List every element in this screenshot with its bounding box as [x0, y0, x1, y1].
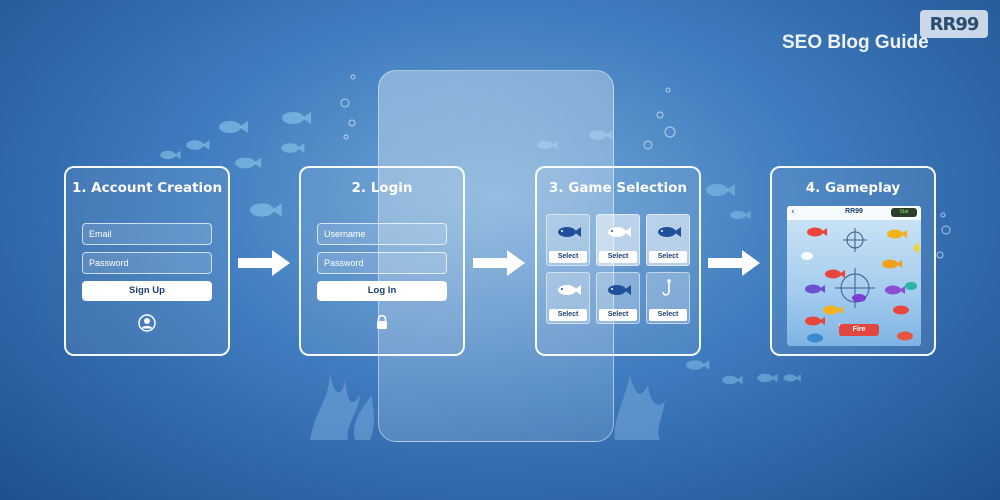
step-title: 3. Game Selection — [549, 180, 687, 196]
step-title: 1. Account Creation — [71, 180, 223, 196]
game-tile[interactable]: Select — [596, 214, 640, 266]
game-title: RR99 — [845, 208, 863, 215]
password-field[interactable]: Password — [317, 252, 447, 274]
score-badge: Stat — [891, 208, 917, 217]
fish-icon — [558, 227, 581, 237]
game-top-bar: ‹ RR99 Stat — [787, 206, 921, 220]
select-button[interactable]: Select — [649, 251, 687, 263]
game-tile[interactable]: Select — [646, 214, 690, 266]
step-title: 4. Gameplay — [805, 180, 901, 196]
fish-targets — [801, 227, 919, 343]
select-button[interactable]: Select — [549, 309, 587, 321]
fish-icon — [658, 227, 681, 237]
guide-title: SEO Blog Guide — [782, 32, 929, 53]
password-field[interactable]: Password — [82, 252, 212, 274]
game-field — [801, 227, 919, 343]
fish-icon — [558, 285, 581, 295]
hook-icon — [662, 279, 671, 296]
select-button[interactable]: Select — [549, 251, 587, 263]
game-tile[interactable]: Select — [546, 272, 590, 324]
select-button[interactable]: Select — [599, 251, 637, 263]
email-field[interactable]: Email — [82, 223, 212, 245]
step-game-selection: 3. Game Selection Select Select — [535, 166, 701, 356]
fish-icon — [608, 227, 631, 237]
arrow-right-icon — [473, 250, 525, 276]
arrow-right-icon — [708, 250, 760, 276]
username-field[interactable]: Username — [317, 223, 447, 245]
fire-button[interactable]: Fire — [839, 324, 879, 336]
game-tile[interactable]: Select — [596, 272, 640, 324]
brand-logo: RR99 — [920, 10, 988, 38]
step-gameplay: 4. Gameplay ‹ RR99 Stat — [770, 166, 936, 356]
back-icon[interactable]: ‹ — [791, 207, 795, 217]
game-tile[interactable]: Select — [646, 272, 690, 324]
game-tile[interactable]: Select — [546, 214, 590, 266]
crosshair-icon — [843, 228, 867, 252]
bubbles — [340, 74, 951, 259]
step-account-creation: 1. Account Creation Email Password Sign … — [64, 166, 230, 356]
fish-icon — [608, 285, 631, 295]
arrow-right-icon — [238, 250, 290, 276]
select-button[interactable]: Select — [599, 309, 637, 321]
game-grid: Select Select Select — [546, 214, 699, 324]
step-title: 2. Login — [351, 180, 413, 196]
coral-left — [310, 370, 375, 440]
coral-right — [614, 375, 665, 440]
log-in-button[interactable]: Log In — [317, 281, 447, 301]
game-screen[interactable]: ‹ RR99 Stat — [787, 206, 921, 346]
lock-icon — [377, 314, 387, 329]
crosshair-icon — [835, 268, 875, 308]
user-icon — [138, 314, 156, 332]
select-button[interactable]: Select — [649, 309, 687, 321]
sign-up-button[interactable]: Sign Up — [82, 281, 212, 301]
step-login: 2. Login Username Password Log In — [299, 166, 465, 356]
